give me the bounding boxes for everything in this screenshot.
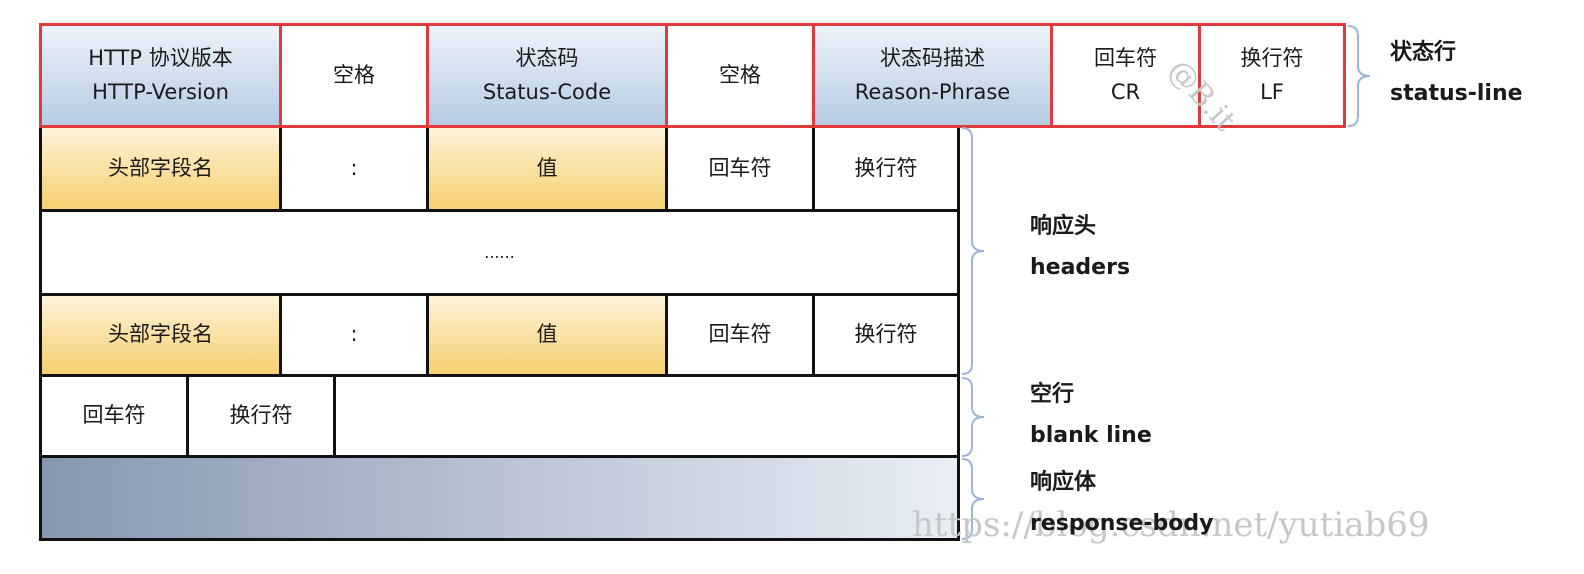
blank-line-cr-text: 回车符 <box>82 403 146 428</box>
status-code-cn: 状态码 <box>515 45 579 70</box>
headers-brace <box>961 127 985 375</box>
header-value-cell: 值 <box>426 293 668 377</box>
status-reason-phrase-en: Reason-Phrase <box>854 79 1011 104</box>
header-field-name-text: 头部字段名 <box>108 155 213 180</box>
headers-label-en: headers <box>1030 254 1131 280</box>
status-line-brace <box>1347 25 1371 127</box>
response-body-label-cn: 响应体 <box>1030 470 1097 495</box>
header-colon-cell: : <box>279 125 429 212</box>
header-cr-text: 回车符 <box>708 322 772 347</box>
header-ellipsis-row: ...... <box>39 209 960 296</box>
status-http-version-en: HTTP-Version <box>92 79 229 104</box>
url-watermark: https://blog.csdn.net/yutiab69 <box>912 505 1430 545</box>
status-cr-cn: 回车符 <box>1094 45 1157 70</box>
status-code-cell: 状态码 Status-Code <box>426 23 668 128</box>
headers-label-cn: 响应头 <box>1030 214 1097 239</box>
header-cr-text: 回车符 <box>708 155 772 180</box>
header-field-name-text: 头部字段名 <box>108 322 213 347</box>
header-colon-cell: : <box>279 293 429 377</box>
status-code-en: Status-Code <box>482 79 612 104</box>
header-field-name-cell: 头部字段名 <box>39 125 282 212</box>
status-lf-en: LF <box>1260 79 1284 104</box>
blank-line-label-en: blank line <box>1030 422 1152 448</box>
status-line-label-cn: 状态行 <box>1390 40 1457 65</box>
blank-line-label-cn: 空行 <box>1030 382 1075 407</box>
header-colon-text: : <box>350 155 358 180</box>
header-lf-cell: 换行符 <box>812 125 960 212</box>
blank-line-label: 空行 blank line <box>1030 375 1152 456</box>
status-http-version-cell: HTTP 协议版本 HTTP-Version <box>39 23 282 128</box>
status-reason-phrase-cn: 状态码描述 <box>880 45 985 70</box>
header-ellipsis-text: ...... <box>484 242 515 262</box>
status-lf-cell: 换行符 LF <box>1198 23 1346 128</box>
status-space-cell: 空格 <box>279 23 429 128</box>
status-space-cell: 空格 <box>665 23 815 128</box>
header-value-text: 值 <box>536 322 558 347</box>
status-http-version-cn: HTTP 协议版本 <box>88 45 233 70</box>
status-space-text: 空格 <box>719 62 761 87</box>
header-value-text: 值 <box>536 155 558 180</box>
status-reason-phrase-cell: 状态码描述 Reason-Phrase <box>812 23 1053 128</box>
header-lf-text: 换行符 <box>854 155 918 180</box>
response-body-label: 响应体 response-body <box>1030 463 1214 544</box>
response-body-brace <box>961 458 985 540</box>
status-space-text: 空格 <box>333 62 375 87</box>
status-line-label: 状态行 status-line <box>1390 33 1523 114</box>
headers-label: 响应头 headers <box>1030 207 1130 288</box>
header-field-name-cell: 头部字段名 <box>39 293 282 377</box>
status-line-label-en: status-line <box>1390 80 1523 106</box>
blank-line-rest-cell <box>333 374 960 458</box>
response-body-block <box>39 455 960 541</box>
header-cr-cell: 回车符 <box>665 293 815 377</box>
header-value-cell: 值 <box>426 125 668 212</box>
blank-line-brace <box>961 377 985 457</box>
header-colon-text: : <box>350 322 358 347</box>
response-body-label-en: response-body <box>1030 510 1214 536</box>
header-lf-text: 换行符 <box>854 322 918 347</box>
blank-line-cr-cell: 回车符 <box>39 374 189 458</box>
status-cr-en: CR <box>1110 79 1141 104</box>
header-cr-cell: 回车符 <box>665 125 815 212</box>
blank-line-lf-text: 换行符 <box>229 403 293 428</box>
header-lf-cell: 换行符 <box>812 293 960 377</box>
status-lf-cn: 换行符 <box>1240 45 1304 70</box>
blank-line-lf-cell: 换行符 <box>186 374 336 458</box>
